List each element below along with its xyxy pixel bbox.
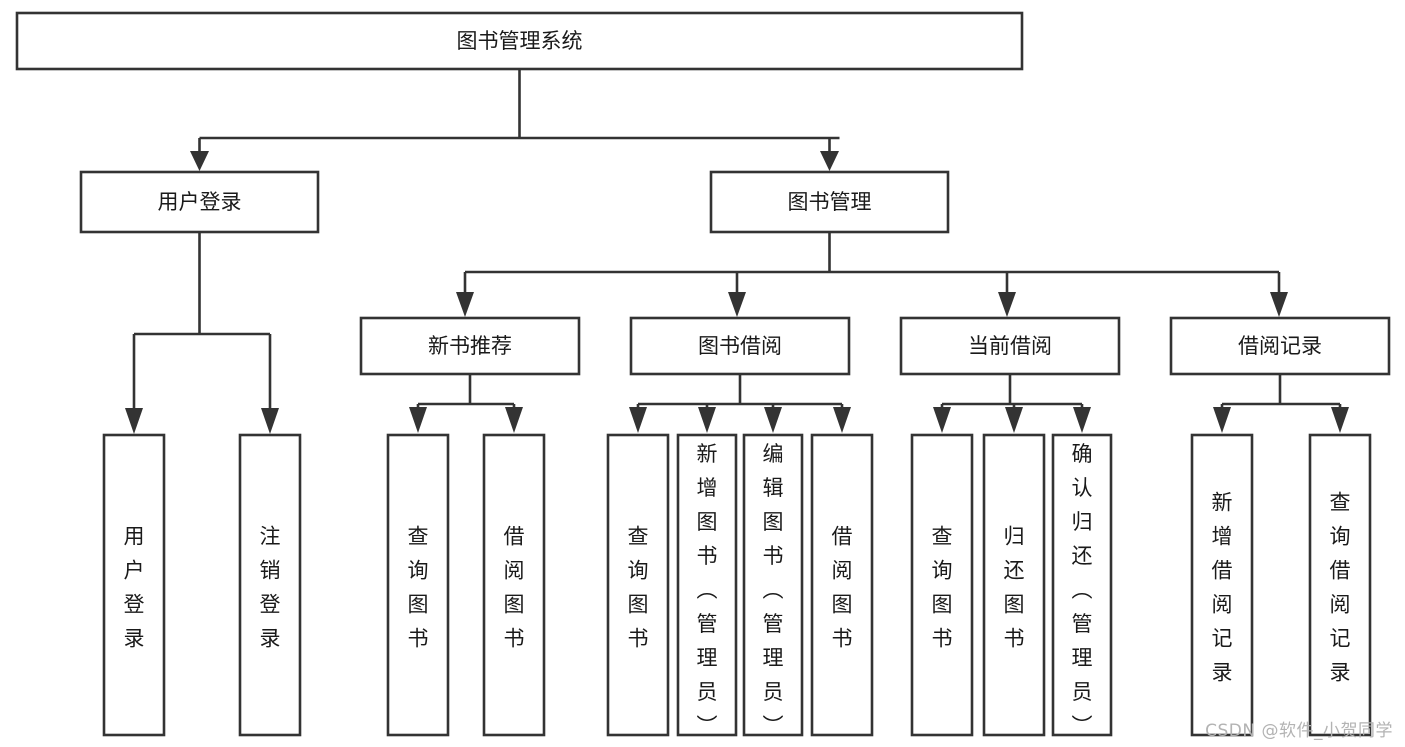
arrowhead-current-borrow	[998, 292, 1016, 317]
node-leaf-return-book[interactable]: 归还图书	[982, 433, 1046, 737]
node-leaf-query-book-borrow-label: 查询图书	[628, 525, 649, 651]
arrowhead-book-management	[820, 151, 839, 171]
arrowhead-borrow-records	[1270, 292, 1288, 317]
node-book-borrow[interactable]: 图书借阅	[629, 316, 851, 376]
node-root[interactable]: 图书管理系统	[15, 11, 1024, 71]
node-current-borrow[interactable]: 当前借阅	[899, 316, 1121, 376]
arrowhead-leaf-query-book-current	[933, 407, 951, 433]
arrowhead-leaf-query-book-recommend	[409, 407, 427, 433]
arrowhead-leaf-borrow-book	[833, 407, 851, 433]
node-leaf-confirm-return-admin[interactable]: 确认归还︵管理员︶	[1051, 433, 1113, 738]
arrowhead-leaf-add-borrow-record	[1213, 407, 1231, 433]
arrowhead-leaf-return-book	[1005, 407, 1023, 433]
node-leaf-borrow-book-recommend-box[interactable]	[482, 433, 546, 737]
node-leaf-user-logout-label: 注销登录	[260, 525, 281, 651]
node-leaf-query-book-borrow[interactable]: 查询图书	[606, 433, 670, 737]
node-borrow-records-label: 借阅记录	[1238, 334, 1322, 358]
node-book-management-label: 图书管理	[788, 190, 872, 214]
arrowhead-leaf-add-book-admin	[698, 407, 716, 433]
node-book-management-box[interactable]	[709, 170, 950, 234]
arrowhead-leaf-borrow-book-recommend	[505, 407, 523, 433]
node-leaf-query-book-recommend-label: 查询图书	[408, 525, 429, 651]
arrowhead-leaf-confirm-return-admin	[1073, 407, 1091, 433]
node-leaf-query-borrow-record-label: 查询借阅记录	[1330, 491, 1351, 685]
arrowhead-leaf-edit-book-admin	[764, 407, 782, 433]
node-book-borrow-label: 图书借阅	[698, 334, 782, 358]
node-borrow-records-box[interactable]	[1169, 316, 1391, 376]
node-leaf-add-borrow-record[interactable]: 新增借阅记录	[1190, 433, 1254, 737]
node-leaf-query-book-recommend-box[interactable]	[386, 433, 450, 737]
arrowhead-leaf-query-book-borrow	[629, 407, 647, 433]
node-leaf-user-login[interactable]: 用户登录	[102, 433, 166, 737]
node-user-login-box[interactable]	[79, 170, 320, 234]
node-book-management[interactable]: 图书管理	[709, 170, 950, 234]
node-new-book-recommend[interactable]: 新书推荐	[359, 316, 581, 376]
node-leaf-edit-book-admin-label: 编辑图书︵管理员︶	[763, 442, 784, 738]
node-leaf-user-login-box[interactable]	[102, 433, 166, 737]
node-leaf-query-book-current[interactable]: 查询图书	[910, 433, 974, 737]
arrowhead-book-borrow	[728, 292, 746, 317]
node-leaf-edit-book-admin-box[interactable]	[742, 433, 804, 737]
arrowhead-leaf-query-borrow-record	[1331, 407, 1349, 433]
node-leaf-query-book-current-label: 查询图书	[932, 525, 953, 651]
node-current-borrow-box[interactable]	[899, 316, 1121, 376]
watermark-text: CSDN @软件_小贺同学	[1205, 721, 1393, 741]
arrowhead-new-book-recommend	[456, 292, 474, 317]
arrowhead-leaf-user-login	[125, 408, 143, 434]
node-leaf-confirm-return-admin-box[interactable]	[1051, 433, 1113, 737]
node-leaf-user-login-label: 用户登录	[124, 525, 145, 651]
node-leaf-borrow-book-label: 借阅图书	[832, 525, 853, 651]
node-leaf-query-borrow-record[interactable]: 查询借阅记录	[1308, 433, 1372, 737]
node-leaf-add-borrow-record-box[interactable]	[1190, 433, 1254, 737]
node-leaf-query-book-recommend[interactable]: 查询图书	[386, 433, 450, 737]
node-leaf-edit-book-admin[interactable]: 编辑图书︵管理员︶	[742, 433, 804, 738]
node-new-book-recommend-label: 新书推荐	[428, 334, 512, 358]
node-leaf-borrow-book[interactable]: 借阅图书	[810, 433, 874, 737]
node-leaf-borrow-book-recommend[interactable]: 借阅图书	[482, 433, 546, 737]
node-current-borrow-label: 当前借阅	[968, 334, 1052, 358]
node-leaf-borrow-book-box[interactable]	[810, 433, 874, 737]
node-leaf-return-book-box[interactable]	[982, 433, 1046, 737]
node-user-login[interactable]: 用户登录	[79, 170, 320, 234]
node-book-borrow-box[interactable]	[629, 316, 851, 376]
node-leaf-borrow-book-recommend-label: 借阅图书	[504, 525, 525, 651]
connector-layer	[125, 69, 1349, 434]
arrowhead-leaf-user-logout	[261, 408, 279, 434]
node-leaf-add-book-admin-label: 新增图书︵管理员︶	[697, 442, 718, 738]
node-leaf-query-book-current-box[interactable]	[910, 433, 974, 737]
node-leaf-return-book-label: 归还图书	[1004, 525, 1025, 651]
node-user-login-label: 用户登录	[158, 190, 242, 214]
node-leaf-user-logout-box[interactable]	[238, 433, 302, 737]
node-leaf-add-book-admin[interactable]: 新增图书︵管理员︶	[676, 433, 738, 738]
node-leaf-query-book-borrow-box[interactable]	[606, 433, 670, 737]
node-new-book-recommend-box[interactable]	[359, 316, 581, 376]
node-leaf-add-book-admin-box[interactable]	[676, 433, 738, 737]
node-borrow-records[interactable]: 借阅记录	[1169, 316, 1391, 376]
node-leaf-user-logout[interactable]: 注销登录	[238, 433, 302, 737]
node-leaf-confirm-return-admin-label: 确认归还︵管理员︶	[1072, 442, 1093, 738]
node-leaf-query-borrow-record-box[interactable]	[1308, 433, 1372, 737]
node-root-box[interactable]	[15, 11, 1024, 71]
arrowhead-user-login	[190, 151, 209, 171]
node-root-label: 图书管理系统	[457, 29, 583, 53]
node-leaf-add-borrow-record-label: 新增借阅记录	[1212, 491, 1233, 685]
